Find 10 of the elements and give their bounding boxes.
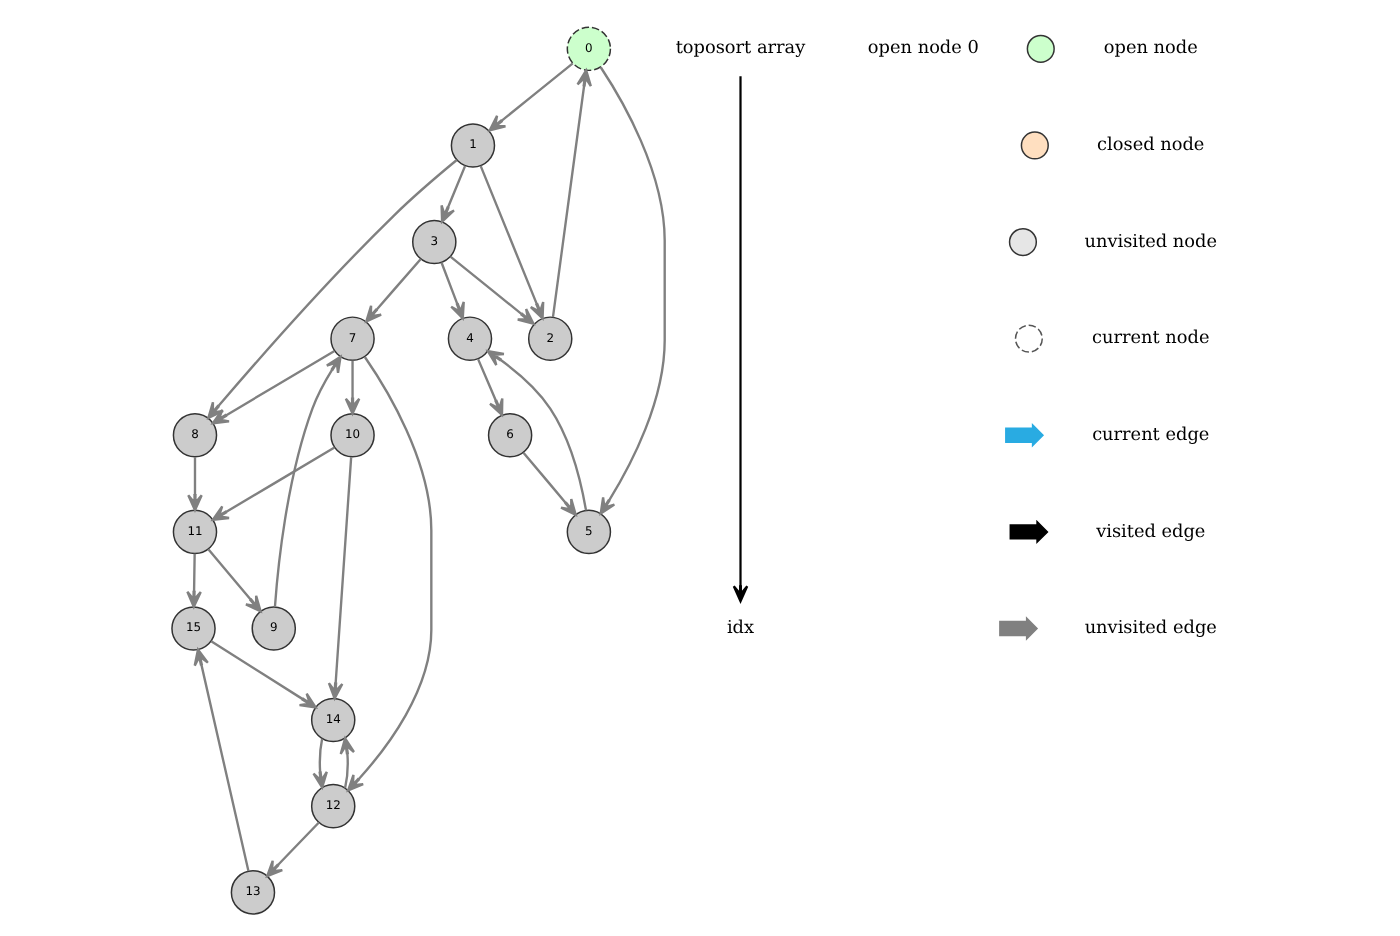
legend-label: current edge [1092, 425, 1210, 446]
legend-label: open node [1103, 39, 1198, 60]
legend-label: current node [1092, 329, 1210, 350]
label: open node 0 [867, 39, 979, 60]
legend-label: unvisited edge [1084, 619, 1217, 640]
legend-label: visited edge [1096, 522, 1206, 543]
label: toposort array [675, 39, 806, 60]
label: idx [726, 619, 755, 640]
legend-label: closed node [1097, 136, 1205, 157]
legend-label: unvisited node [1084, 232, 1217, 253]
